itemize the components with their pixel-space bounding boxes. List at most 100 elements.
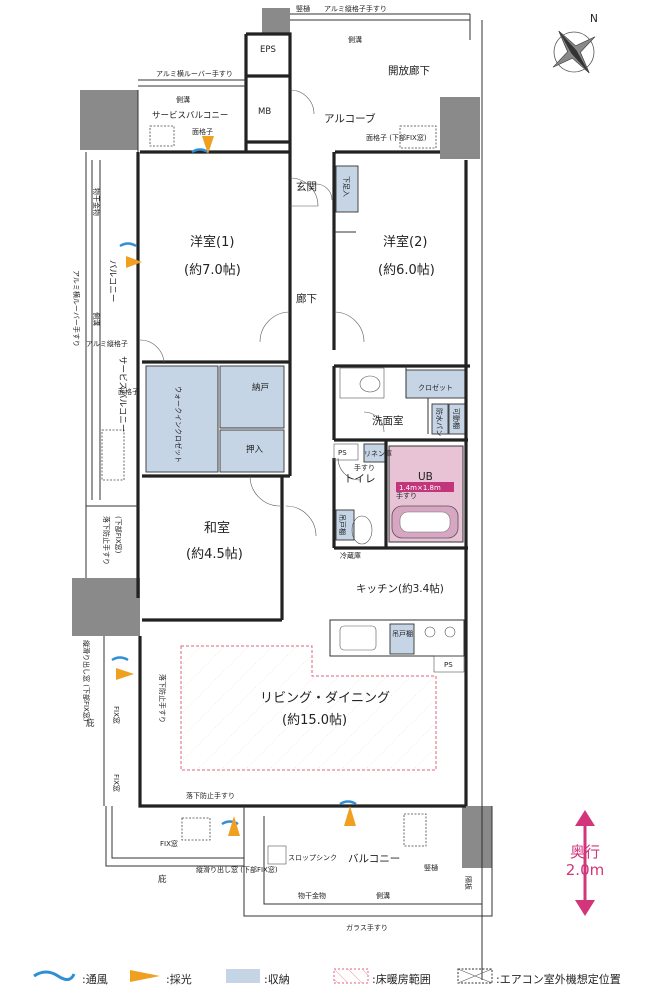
legend-ventilation-text: :通風 — [82, 973, 108, 986]
legend — [33, 968, 493, 984]
lower-fix-label: (下部FIX窓) — [114, 516, 123, 554]
kitchen-sink — [339, 625, 377, 651]
ac-outdoor-sb — [181, 817, 211, 841]
room-entrance: 玄関 — [296, 180, 317, 193]
drain-top-label: 側溝 — [348, 35, 362, 44]
kitchen-counter — [329, 619, 465, 657]
waterproof-pan-area — [431, 403, 449, 435]
wall-details — [217, 231, 429, 472]
service-balcony-top-outline — [137, 79, 246, 152]
open-corridor-outline — [290, 13, 471, 40]
eps-label: EPS — [260, 45, 276, 55]
ub-size-badge — [396, 482, 454, 492]
eaves-2-label: 庇 — [158, 874, 167, 885]
gutter-bottom-label: 竪樋 — [424, 863, 438, 872]
lighting-marks — [116, 136, 356, 836]
nando-area — [219, 365, 285, 429]
depth-indicator: 奥行 2.0m — [550, 843, 620, 879]
eaves-bottom — [105, 806, 244, 867]
room-balcony-side: バルコニー — [107, 260, 117, 302]
legend-lighting-swatch — [130, 970, 160, 982]
room-balcony-bottom: バルコニー — [348, 853, 400, 865]
room-toilet: トイレ — [344, 473, 376, 485]
drain-bottom-label: 側溝 — [376, 891, 390, 900]
ps-label-1: PS — [338, 449, 347, 457]
room-living-size: (約15.0帖) — [282, 713, 347, 728]
walk-in-closet-label: ウォークインクロゼット — [174, 386, 183, 463]
hanging-cabinet-toilet-area — [335, 509, 355, 541]
ac-outdoor-sb-side — [149, 125, 175, 147]
ac-outdoor-balcony — [403, 813, 427, 847]
drain-sb-label: 側溝 — [176, 95, 190, 104]
legend-ventilation-swatch — [33, 970, 76, 981]
movable-shelf-label: 可動棚 — [452, 408, 461, 429]
room-open-corridor: 開放廊下 — [388, 64, 430, 77]
hanging-cabinet-toilet-label: 吊戸棚 — [338, 514, 347, 535]
legend-floor-heating-text: :床暖房範囲 — [372, 973, 431, 986]
slide-window-1-label: 縦滑り出し窓 (下部FIX窓) — [82, 640, 91, 722]
washbasin — [339, 367, 385, 399]
fall-rail-1-label: 落下防止手すり — [102, 516, 111, 565]
room-western-1-size: (約7.0帖) — [184, 263, 241, 278]
legend-storage-text: :収納 — [264, 973, 290, 986]
ventilation-marks — [111, 148, 357, 826]
slide-window-2-label: 縦滑り出し窓 (下部FIX窓) — [196, 865, 278, 874]
walk-in-closet-area — [145, 365, 219, 473]
glass-rail-label: ガラス手すり — [346, 923, 388, 932]
washbasin-bowl — [359, 375, 381, 393]
legend-storage-swatch — [226, 969, 260, 983]
nando-label: 納戸 — [252, 382, 269, 393]
room-japanese-name: 和室 — [204, 520, 230, 536]
fall-rail-3-label: 落下防止手すり — [186, 791, 235, 800]
ac-outdoor-sb-top — [399, 125, 437, 149]
pillar-bottom-right — [462, 806, 492, 868]
alu-lattice-label: アルミ縦格子 — [86, 339, 128, 348]
fix-window-1-label: FIX窓 — [112, 706, 121, 724]
fence-label: 隔板 — [464, 876, 473, 890]
ps-box-toilet — [333, 443, 359, 461]
legend-floor-heating-hatch — [333, 968, 369, 984]
fix-window-3-label: FIX窓 — [160, 839, 178, 848]
balcony-bottom-outline — [243, 806, 493, 917]
eaves-1-label: 庇 — [86, 718, 95, 729]
bathtub-inner — [399, 511, 451, 533]
oshiire-label: 押入 — [246, 444, 264, 455]
door-swings — [139, 89, 385, 537]
legend-ac-cross — [457, 968, 493, 984]
ub-size: 1.4m×1.8m — [399, 484, 441, 492]
shoe-box-area — [335, 165, 359, 213]
oshiire-area — [219, 429, 285, 473]
legend-lighting-text: :採光 — [166, 973, 192, 986]
handrail-alu-louver-side-label: アルミ横ルーバー手すり — [72, 270, 81, 347]
handrail-1-label: 手すり — [354, 463, 375, 472]
ac-outdoor-left — [101, 429, 125, 481]
ps-box-kitchen — [433, 655, 465, 673]
closet-area — [405, 369, 467, 399]
core-walls — [244, 32, 292, 152]
lattice-fix-label: 面格子 (下部FIX窓) — [366, 133, 427, 142]
room-washroom: 洗面室 — [372, 414, 404, 427]
drying-bottom-label: 物干金物 — [298, 891, 326, 900]
hanging-cabinet-kitchen-label: 吊戸棚 — [392, 629, 413, 638]
slop-sink-label: スロップシンク — [288, 854, 337, 862]
drying-top-label: 物干金物 — [92, 188, 101, 216]
room-ub: UB — [418, 471, 433, 483]
slop-sink-box — [267, 845, 287, 865]
gutter-top-label: 竪樋 — [296, 4, 310, 13]
fall-rail-2-label: 落下防止手すり — [158, 674, 167, 723]
lattice-top-label: 面格子 — [192, 127, 213, 136]
room-western-2-name: 洋室(2) — [383, 234, 427, 250]
pillar-top-eps — [262, 8, 290, 34]
floor-heating-area — [180, 645, 437, 771]
interior-walls — [142, 152, 470, 622]
linen-label: リネン庫 — [364, 449, 392, 458]
closet-label: クロゼット — [418, 383, 453, 392]
handrail-2-label: 手すり — [396, 491, 417, 500]
room-living-name: リビング・ダイニング — [260, 691, 390, 706]
hanging-cabinet-kitchen-area — [389, 623, 415, 655]
pillar-top-right — [440, 97, 480, 159]
room-japanese-size: (約4.5帖) — [186, 547, 243, 562]
pillar-mid-left — [72, 578, 140, 636]
waterproof-pan-label: 防水パン — [435, 408, 444, 436]
